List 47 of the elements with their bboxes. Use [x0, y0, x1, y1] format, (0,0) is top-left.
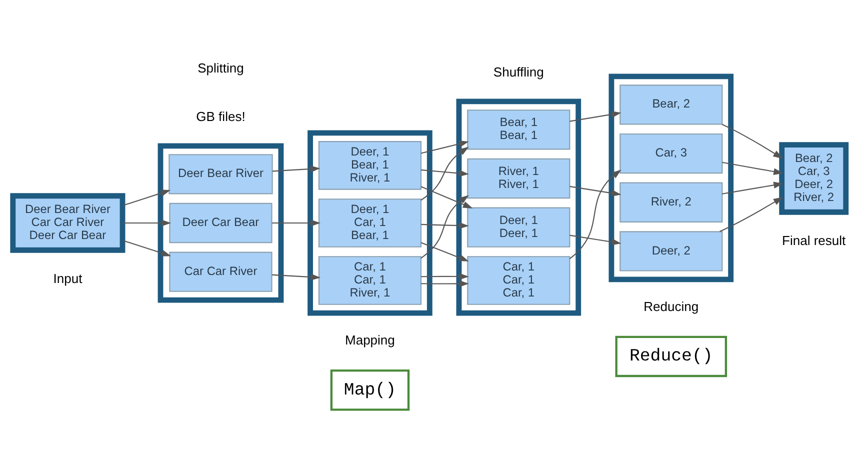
arrow [122, 220, 172, 226]
arrow [272, 220, 321, 226]
label: GB files! [196, 109, 246, 124]
node-box: Bear, 2 Car, 3 Deer, 2 River, 2 [779, 142, 849, 215]
arrow [570, 234, 622, 246]
arrow [272, 274, 321, 280]
node-box: River, 1 River, 1 [467, 158, 570, 199]
label: Mapping [345, 332, 395, 348]
node-box: Deer Bear River [168, 154, 273, 194]
label: Splitting [198, 60, 244, 76]
arrow [720, 196, 784, 232]
node-box: Car Car River [169, 252, 272, 292]
node-box: Reduce() [615, 336, 728, 378]
node-box: Deer, 1 Deer, 1 [467, 207, 570, 248]
node-box: Bear, 2 [620, 84, 723, 125]
cluster [158, 143, 284, 303]
node-box: Deer, 1 Bear, 1 River, 1 [318, 141, 422, 190]
node-box: Deer, 1 Car, 1 Bear, 1 [318, 198, 422, 248]
arrow [421, 222, 469, 230]
label: Final result [782, 232, 846, 248]
arrow [122, 240, 172, 256]
arrow [420, 195, 469, 259]
node-box: River, 2 [620, 182, 723, 222]
arrow [272, 166, 320, 172]
arrow [420, 242, 469, 262]
arrow [421, 280, 469, 288]
arrow [420, 146, 469, 201]
node-box: Deer, 2 [620, 231, 723, 272]
arrow [421, 273, 469, 280]
node-box: Bear, 1 Bear, 1 [467, 110, 570, 150]
label: Shuffling [493, 64, 544, 80]
node-box: Map() [330, 370, 410, 411]
arrow [420, 186, 473, 208]
arrow [122, 190, 171, 206]
node-box: Car, 3 [620, 133, 723, 174]
arrow [421, 169, 469, 177]
label: Reducing [644, 299, 699, 314]
node-box: Deer Car Bear [169, 202, 272, 244]
cluster [308, 130, 432, 316]
cluster [608, 74, 734, 282]
node-box: Car, 1 Car, 1 River, 1 [318, 256, 422, 305]
arrow [420, 140, 469, 154]
node-box: Deer Bear River Car Car River Deer Car Bear [10, 193, 126, 253]
arrow [569, 170, 622, 260]
label: Input [53, 270, 82, 286]
arrow [722, 124, 783, 159]
node-box: Car, 1 Car, 1 Car, 1 [467, 256, 570, 305]
